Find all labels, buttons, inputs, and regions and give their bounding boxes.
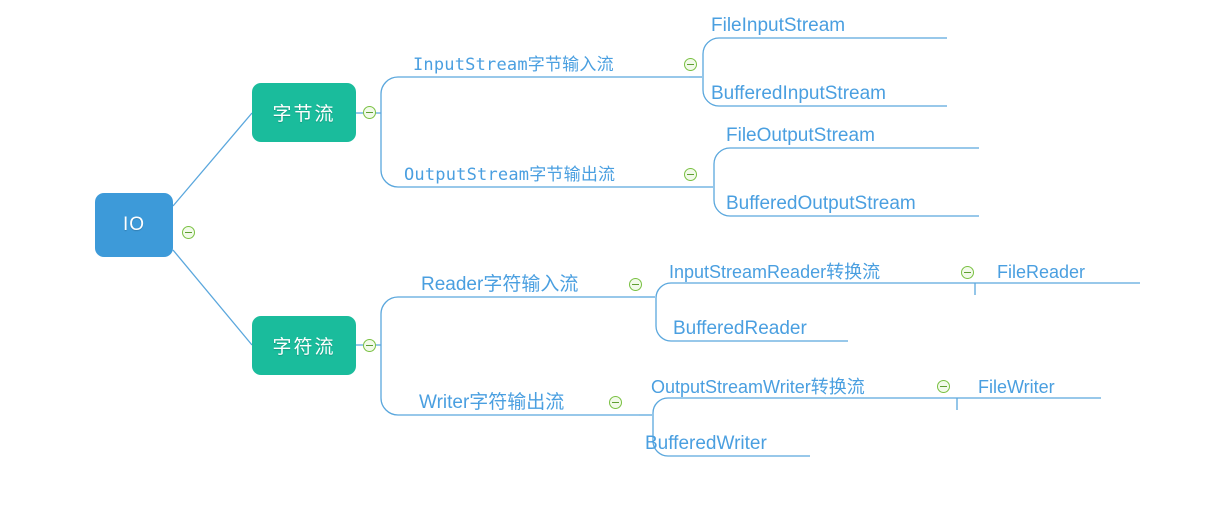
collapse-minus-icon-root[interactable]	[182, 226, 195, 239]
node-label-reader[interactable]: Reader字符输入流	[421, 274, 579, 295]
node-label-file-writer[interactable]: FileWriter	[978, 377, 1055, 397]
node-label-buffered-writer[interactable]: BufferedWriter	[645, 433, 767, 454]
node-label-file-input-stream[interactable]: FileInputStream	[711, 15, 846, 36]
collapse-minus-icon-char-stream[interactable]	[363, 339, 376, 352]
node-label-buffered-reader[interactable]: BufferedReader	[673, 318, 807, 339]
node-label-input-stream-reader[interactable]: InputStreamReader转换流	[669, 262, 881, 282]
collapse-minus-icon-input-stream-reader[interactable]	[961, 266, 974, 279]
branch-node-label-char-stream: 字符流	[272, 336, 336, 358]
collapse-minus-icon-byte-stream[interactable]	[363, 106, 376, 119]
branch-node-byte-stream[interactable]: 字节流	[252, 83, 356, 142]
root-node-io[interactable]: IO	[95, 193, 173, 257]
node-label-output-stream[interactable]: OutputStream字节输出流	[404, 165, 616, 185]
node-label-writer[interactable]: Writer字符输出流	[419, 392, 565, 413]
collapse-minus-icon-input-stream[interactable]	[684, 58, 697, 71]
node-label-buffered-input-stream[interactable]: BufferedInputStream	[711, 83, 886, 104]
root-node-label: IO	[122, 214, 146, 235]
collapse-minus-icon-output-stream[interactable]	[684, 168, 697, 181]
node-label-file-reader[interactable]: FileReader	[997, 262, 1086, 282]
collapse-minus-icon-writer[interactable]	[609, 396, 622, 409]
collapse-minus-icon-output-stream-writer[interactable]	[937, 380, 950, 393]
collapse-minus-icon-reader[interactable]	[629, 278, 642, 291]
node-label-output-stream-writer[interactable]: OutputStreamWriter转换流	[651, 377, 865, 397]
node-label-input-stream[interactable]: InputStream字节输入流	[413, 55, 614, 75]
branch-node-label-byte-stream: 字节流	[272, 103, 336, 125]
node-label-file-output-stream[interactable]: FileOutputStream	[726, 125, 875, 146]
branch-node-char-stream[interactable]: 字符流	[252, 316, 356, 375]
node-label-buffered-output-stream[interactable]: BufferedOutputStream	[726, 193, 916, 214]
